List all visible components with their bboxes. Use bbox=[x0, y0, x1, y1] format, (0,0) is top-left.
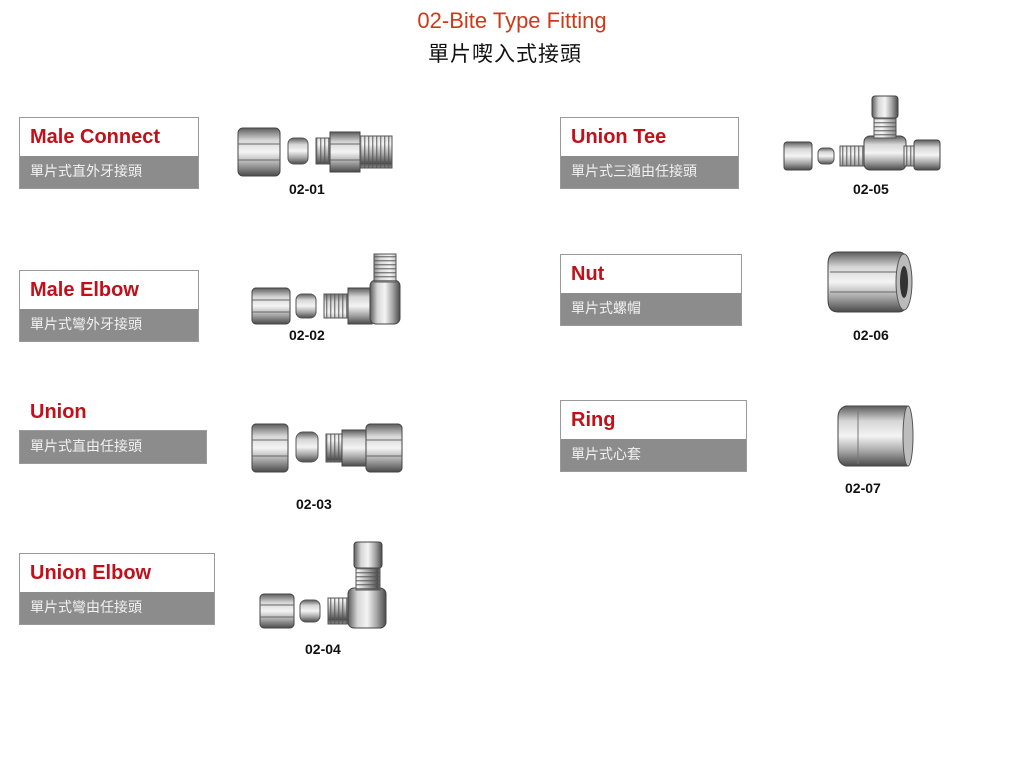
product-code: 02-07 bbox=[845, 480, 881, 496]
product-card-union-elbow[interactable]: Union Elbow 單片式彎由任接頭 bbox=[19, 553, 215, 625]
product-name: Male Elbow bbox=[20, 271, 198, 309]
page-subtitle: 單片喫入式接頭 bbox=[428, 42, 582, 66]
male-elbow-fitting-icon bbox=[251, 253, 401, 325]
product-code: 02-05 bbox=[853, 181, 889, 197]
product-card-union-tee[interactable]: Union Tee 單片式三通由任接頭 bbox=[560, 117, 739, 189]
product-name: Union Elbow bbox=[20, 554, 214, 592]
product-description: 單片式彎由任接頭 bbox=[20, 592, 214, 624]
product-name: Male Connect bbox=[20, 118, 198, 156]
union-elbow-fitting-icon bbox=[259, 541, 387, 629]
product-description: 單片式彎外牙接頭 bbox=[20, 309, 198, 341]
ring-sleeve-icon bbox=[837, 405, 914, 467]
product-description: 單片式三通由任接頭 bbox=[561, 156, 738, 188]
union-fitting-icon bbox=[251, 423, 403, 473]
product-description: 單片式直由任接頭 bbox=[19, 430, 207, 464]
product-name: Nut bbox=[561, 255, 741, 293]
product-description: 單片式心套 bbox=[561, 439, 746, 471]
page-title: 02-Bite Type Fitting bbox=[417, 8, 607, 33]
product-card-male-connect[interactable]: Male Connect 單片式直外牙接頭 bbox=[19, 117, 199, 189]
product-card-union[interactable]: Union 單片式直由任接頭 bbox=[19, 392, 207, 464]
product-code: 02-03 bbox=[296, 496, 332, 512]
product-card-male-elbow[interactable]: Male Elbow 單片式彎外牙接頭 bbox=[19, 270, 199, 342]
product-description: 單片式直外牙接頭 bbox=[20, 156, 198, 188]
product-code: 02-02 bbox=[289, 327, 325, 343]
product-code: 02-01 bbox=[289, 181, 325, 197]
product-name: Union bbox=[20, 393, 206, 431]
product-code: 02-06 bbox=[853, 327, 889, 343]
male-connector-fitting-icon bbox=[237, 127, 393, 177]
product-name: Ring bbox=[561, 401, 746, 439]
union-tee-fitting-icon bbox=[783, 95, 941, 171]
product-code: 02-04 bbox=[305, 641, 341, 657]
nut-icon bbox=[827, 251, 913, 313]
product-card-nut[interactable]: Nut 單片式螺帽 bbox=[560, 254, 742, 326]
product-description: 單片式螺帽 bbox=[561, 293, 741, 325]
product-name: Union Tee bbox=[561, 118, 738, 156]
product-card-ring[interactable]: Ring 單片式心套 bbox=[560, 400, 747, 472]
